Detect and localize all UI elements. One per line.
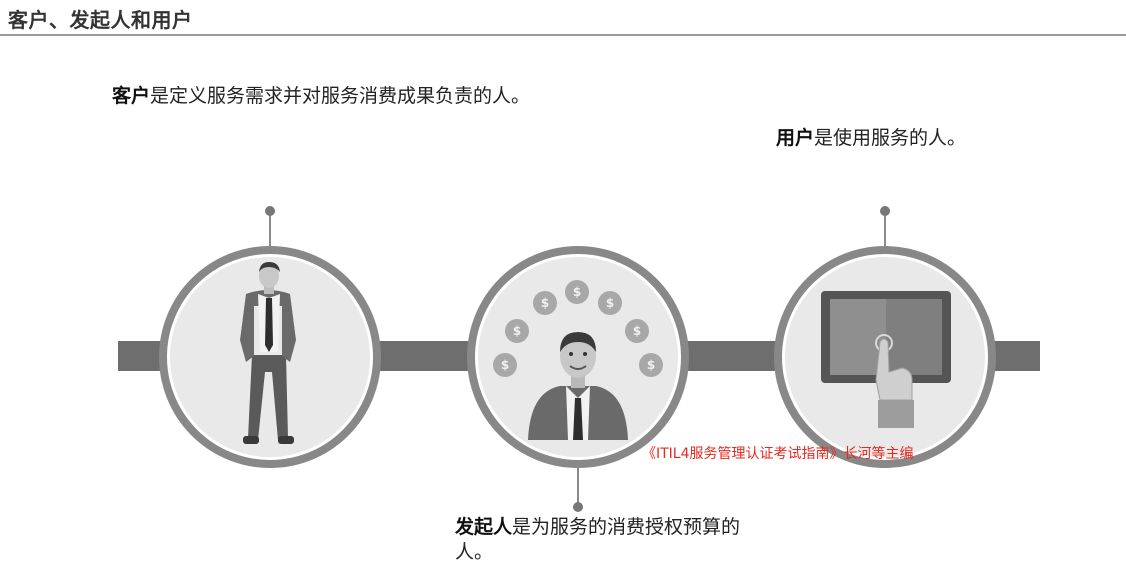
customer-pin (265, 206, 275, 250)
sponsor-definition: 发起人是为服务的消费授权预算的人。 (455, 515, 775, 565)
coin-icon: $ (625, 319, 649, 343)
header-divider (0, 34, 1126, 36)
sponsor-definition-text: 是为服务的消费授权预算的人。 (455, 516, 741, 563)
svg-text:$: $ (513, 324, 521, 338)
svg-text:$: $ (501, 358, 509, 372)
svg-text:$: $ (606, 296, 614, 310)
user-definition-text: 是使用服务的人。 (814, 127, 967, 149)
coin-icon: $ (493, 353, 517, 377)
sponsor-term: 发起人 (455, 516, 513, 538)
customer-definition-text: 是定义服务需求并对服务消费成果负责的人。 (150, 85, 531, 107)
sponsor-circle (467, 246, 689, 468)
page-title: 客户、发起人和用户 (8, 8, 193, 32)
tablet-touch-icon (821, 291, 951, 428)
coin-icon: $ (505, 319, 529, 343)
svg-text:$: $ (647, 358, 655, 372)
coin-icon: $ (533, 291, 557, 315)
user-definition: 用户是使用服务的人。 (776, 126, 1106, 151)
user-term: 用户 (776, 127, 815, 149)
man-with-coins-icon (528, 332, 628, 440)
svg-text:$: $ (573, 285, 581, 299)
coin-icon: $ (565, 280, 589, 304)
customer-definition: 客户是定义服务需求并对服务消费成果负责的人。 (112, 84, 532, 109)
customer-term: 客户 (112, 85, 151, 107)
source-watermark: 《ITIL4服务管理认证考试指南》长河等主编 (642, 446, 914, 462)
coin-icon: $ (598, 291, 622, 315)
user-pin (880, 206, 890, 250)
standing-man-icon (240, 262, 296, 444)
coin-icons: $ $ $ $ $ $ $ (493, 280, 663, 377)
svg-text:$: $ (633, 324, 641, 338)
svg-text:$: $ (541, 296, 549, 310)
sponsor-pin (573, 462, 583, 512)
coin-icon: $ (639, 353, 663, 377)
